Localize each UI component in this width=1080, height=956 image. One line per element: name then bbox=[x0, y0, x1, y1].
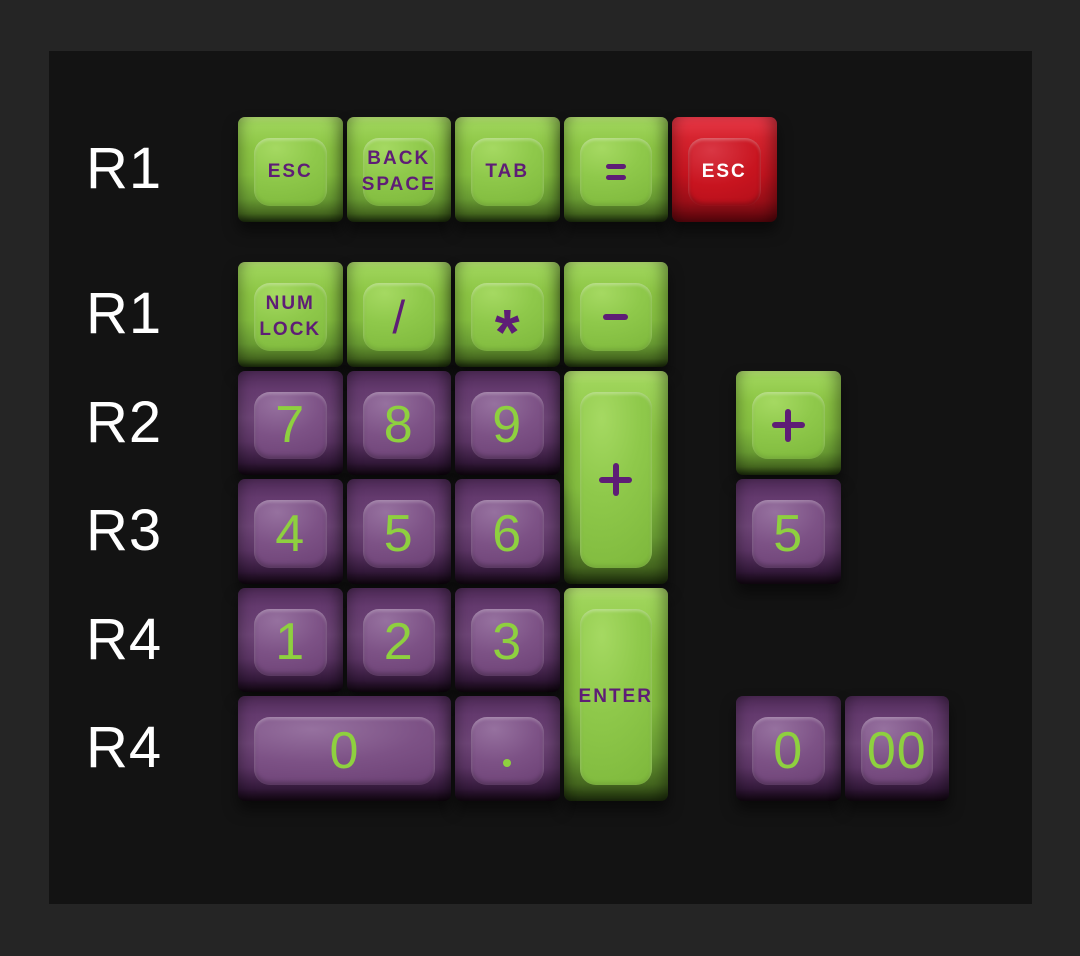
legend-num-6-digit-glyph: 6 bbox=[492, 504, 523, 563]
row-label-1: R1 bbox=[86, 136, 163, 202]
keycap-face: NUM LOCK bbox=[254, 283, 327, 351]
keycap-num-9: 9 bbox=[455, 370, 560, 475]
keycap-face: 1 bbox=[254, 608, 327, 676]
legend-num-5-standalone-digit-glyph: 5 bbox=[773, 504, 804, 563]
keycap-face: ESC bbox=[254, 138, 327, 206]
legend-equals-equals-glyph bbox=[605, 163, 626, 180]
keycap-face: * bbox=[471, 283, 544, 368]
row-label-6: R4 bbox=[86, 715, 163, 781]
keycap-esc-green: ESC bbox=[238, 117, 343, 222]
keycap-num-7: 7 bbox=[238, 370, 343, 475]
legend-asterisk-asterisk-glyph: * bbox=[494, 295, 520, 368]
keycap-num-3: 3 bbox=[455, 587, 560, 692]
keycap-face: 3 bbox=[471, 608, 544, 676]
keycap-face: BACK SPACE bbox=[362, 138, 436, 206]
keycap-face: 5 bbox=[752, 500, 825, 568]
keycap-asterisk: * bbox=[455, 262, 560, 368]
legend-num-3-digit-glyph: 3 bbox=[492, 613, 523, 672]
keycap-num-0-small: 0 bbox=[736, 696, 841, 801]
legend-num-0-small-digit-glyph: 0 bbox=[773, 721, 804, 780]
keycap-tab: TAB bbox=[455, 117, 560, 222]
keycap-plus-tall bbox=[563, 370, 668, 584]
legend-num-1-digit-glyph: 1 bbox=[275, 613, 306, 672]
keycap-period bbox=[455, 696, 560, 801]
keycap-num-1: 1 bbox=[238, 587, 343, 692]
legend-enter-text-glyph: ENTER bbox=[579, 684, 653, 710]
keycap-minus bbox=[563, 262, 668, 367]
keycap-face bbox=[579, 138, 652, 206]
legend-tab-text-glyph: TAB bbox=[485, 159, 529, 185]
legend-line: NUM bbox=[265, 293, 315, 315]
keycap-face: 4 bbox=[254, 500, 327, 568]
row-label-5: R4 bbox=[86, 606, 163, 672]
legend-line: ESC bbox=[701, 160, 747, 182]
legend-num-8-digit-glyph: 8 bbox=[383, 396, 414, 455]
keycap-face: 0 bbox=[752, 717, 825, 785]
legend-num-00-digit-glyph: 00 bbox=[866, 721, 927, 780]
legend-num-2-digit-glyph: 2 bbox=[383, 613, 414, 672]
keycap-num-5-standalone: 5 bbox=[736, 479, 841, 584]
legend-period-dot-glyph bbox=[503, 758, 512, 767]
keycap-face: TAB bbox=[471, 138, 544, 206]
legend-num-5-digit-glyph: 5 bbox=[383, 504, 414, 563]
keycap-face: 9 bbox=[471, 391, 544, 459]
keycap-num-0-wide: 0 bbox=[238, 696, 451, 801]
keycap-face bbox=[471, 717, 544, 785]
row-label-3: R2 bbox=[86, 389, 163, 455]
keycap-face: 5 bbox=[362, 500, 435, 568]
legend-esc-green-text-glyph: ESC bbox=[268, 159, 313, 185]
keycap-num-lock: NUM LOCK bbox=[238, 262, 343, 367]
keycap-num-8: 8 bbox=[346, 370, 451, 475]
keycap-num-4: 4 bbox=[238, 479, 343, 584]
row-label-2: R1 bbox=[86, 281, 163, 347]
legend-num-7-digit-glyph: 7 bbox=[275, 396, 306, 455]
keycap-face: 2 bbox=[362, 608, 435, 676]
keycap-face bbox=[579, 283, 652, 351]
keycap-face: 8 bbox=[362, 391, 435, 459]
legend-line: LOCK bbox=[259, 318, 322, 340]
keycap-face: / bbox=[362, 283, 435, 351]
keycap-equals bbox=[563, 117, 668, 222]
keycap-face: 0 bbox=[254, 717, 435, 785]
legend-esc-red-text-glyph: ESC bbox=[702, 159, 747, 185]
legend-line: ESC bbox=[267, 160, 313, 182]
keycap-face: 00 bbox=[860, 717, 933, 785]
keycap-num-6: 6 bbox=[455, 479, 560, 584]
keycap-backspace: BACK SPACE bbox=[346, 117, 451, 222]
keycap-num-00: 00 bbox=[844, 696, 949, 801]
keycap-face: 6 bbox=[471, 500, 544, 568]
keycap-enter: ENTER bbox=[563, 587, 668, 801]
legend-line: TAB bbox=[485, 160, 530, 182]
keycap-num-5: 5 bbox=[346, 479, 451, 584]
keycap-plus-small bbox=[736, 370, 841, 475]
keycap-num-2: 2 bbox=[346, 587, 451, 692]
keycap-slash: / bbox=[346, 262, 451, 367]
legend-num-lock-text-glyph: NUM LOCK bbox=[259, 291, 321, 342]
legend-line: BACK bbox=[367, 148, 431, 170]
legend-backspace-text-glyph: BACK SPACE bbox=[362, 146, 436, 197]
legend-line: SPACE bbox=[361, 173, 436, 195]
keycap-face bbox=[579, 391, 652, 568]
keycap-face: 7 bbox=[254, 391, 327, 459]
legend-slash-slash-glyph: / bbox=[392, 290, 406, 343]
legend-plus-small-plus-glyph bbox=[771, 408, 805, 442]
row-label-4: R3 bbox=[86, 498, 163, 564]
keycap-face: ESC bbox=[688, 138, 761, 206]
legend-minus-minus-glyph bbox=[603, 313, 629, 320]
legend-line: ENTER bbox=[578, 685, 653, 707]
legend-num-9-digit-glyph: 9 bbox=[492, 396, 523, 455]
keycap-esc-red: ESC bbox=[672, 117, 777, 222]
legend-num-4-digit-glyph: 4 bbox=[275, 504, 306, 563]
keycap-face: ENTER bbox=[579, 608, 653, 785]
legend-plus-tall-plus-glyph bbox=[599, 463, 633, 496]
keycap-face bbox=[752, 391, 825, 459]
legend-num-0-wide-digit-glyph: 0 bbox=[329, 721, 360, 780]
